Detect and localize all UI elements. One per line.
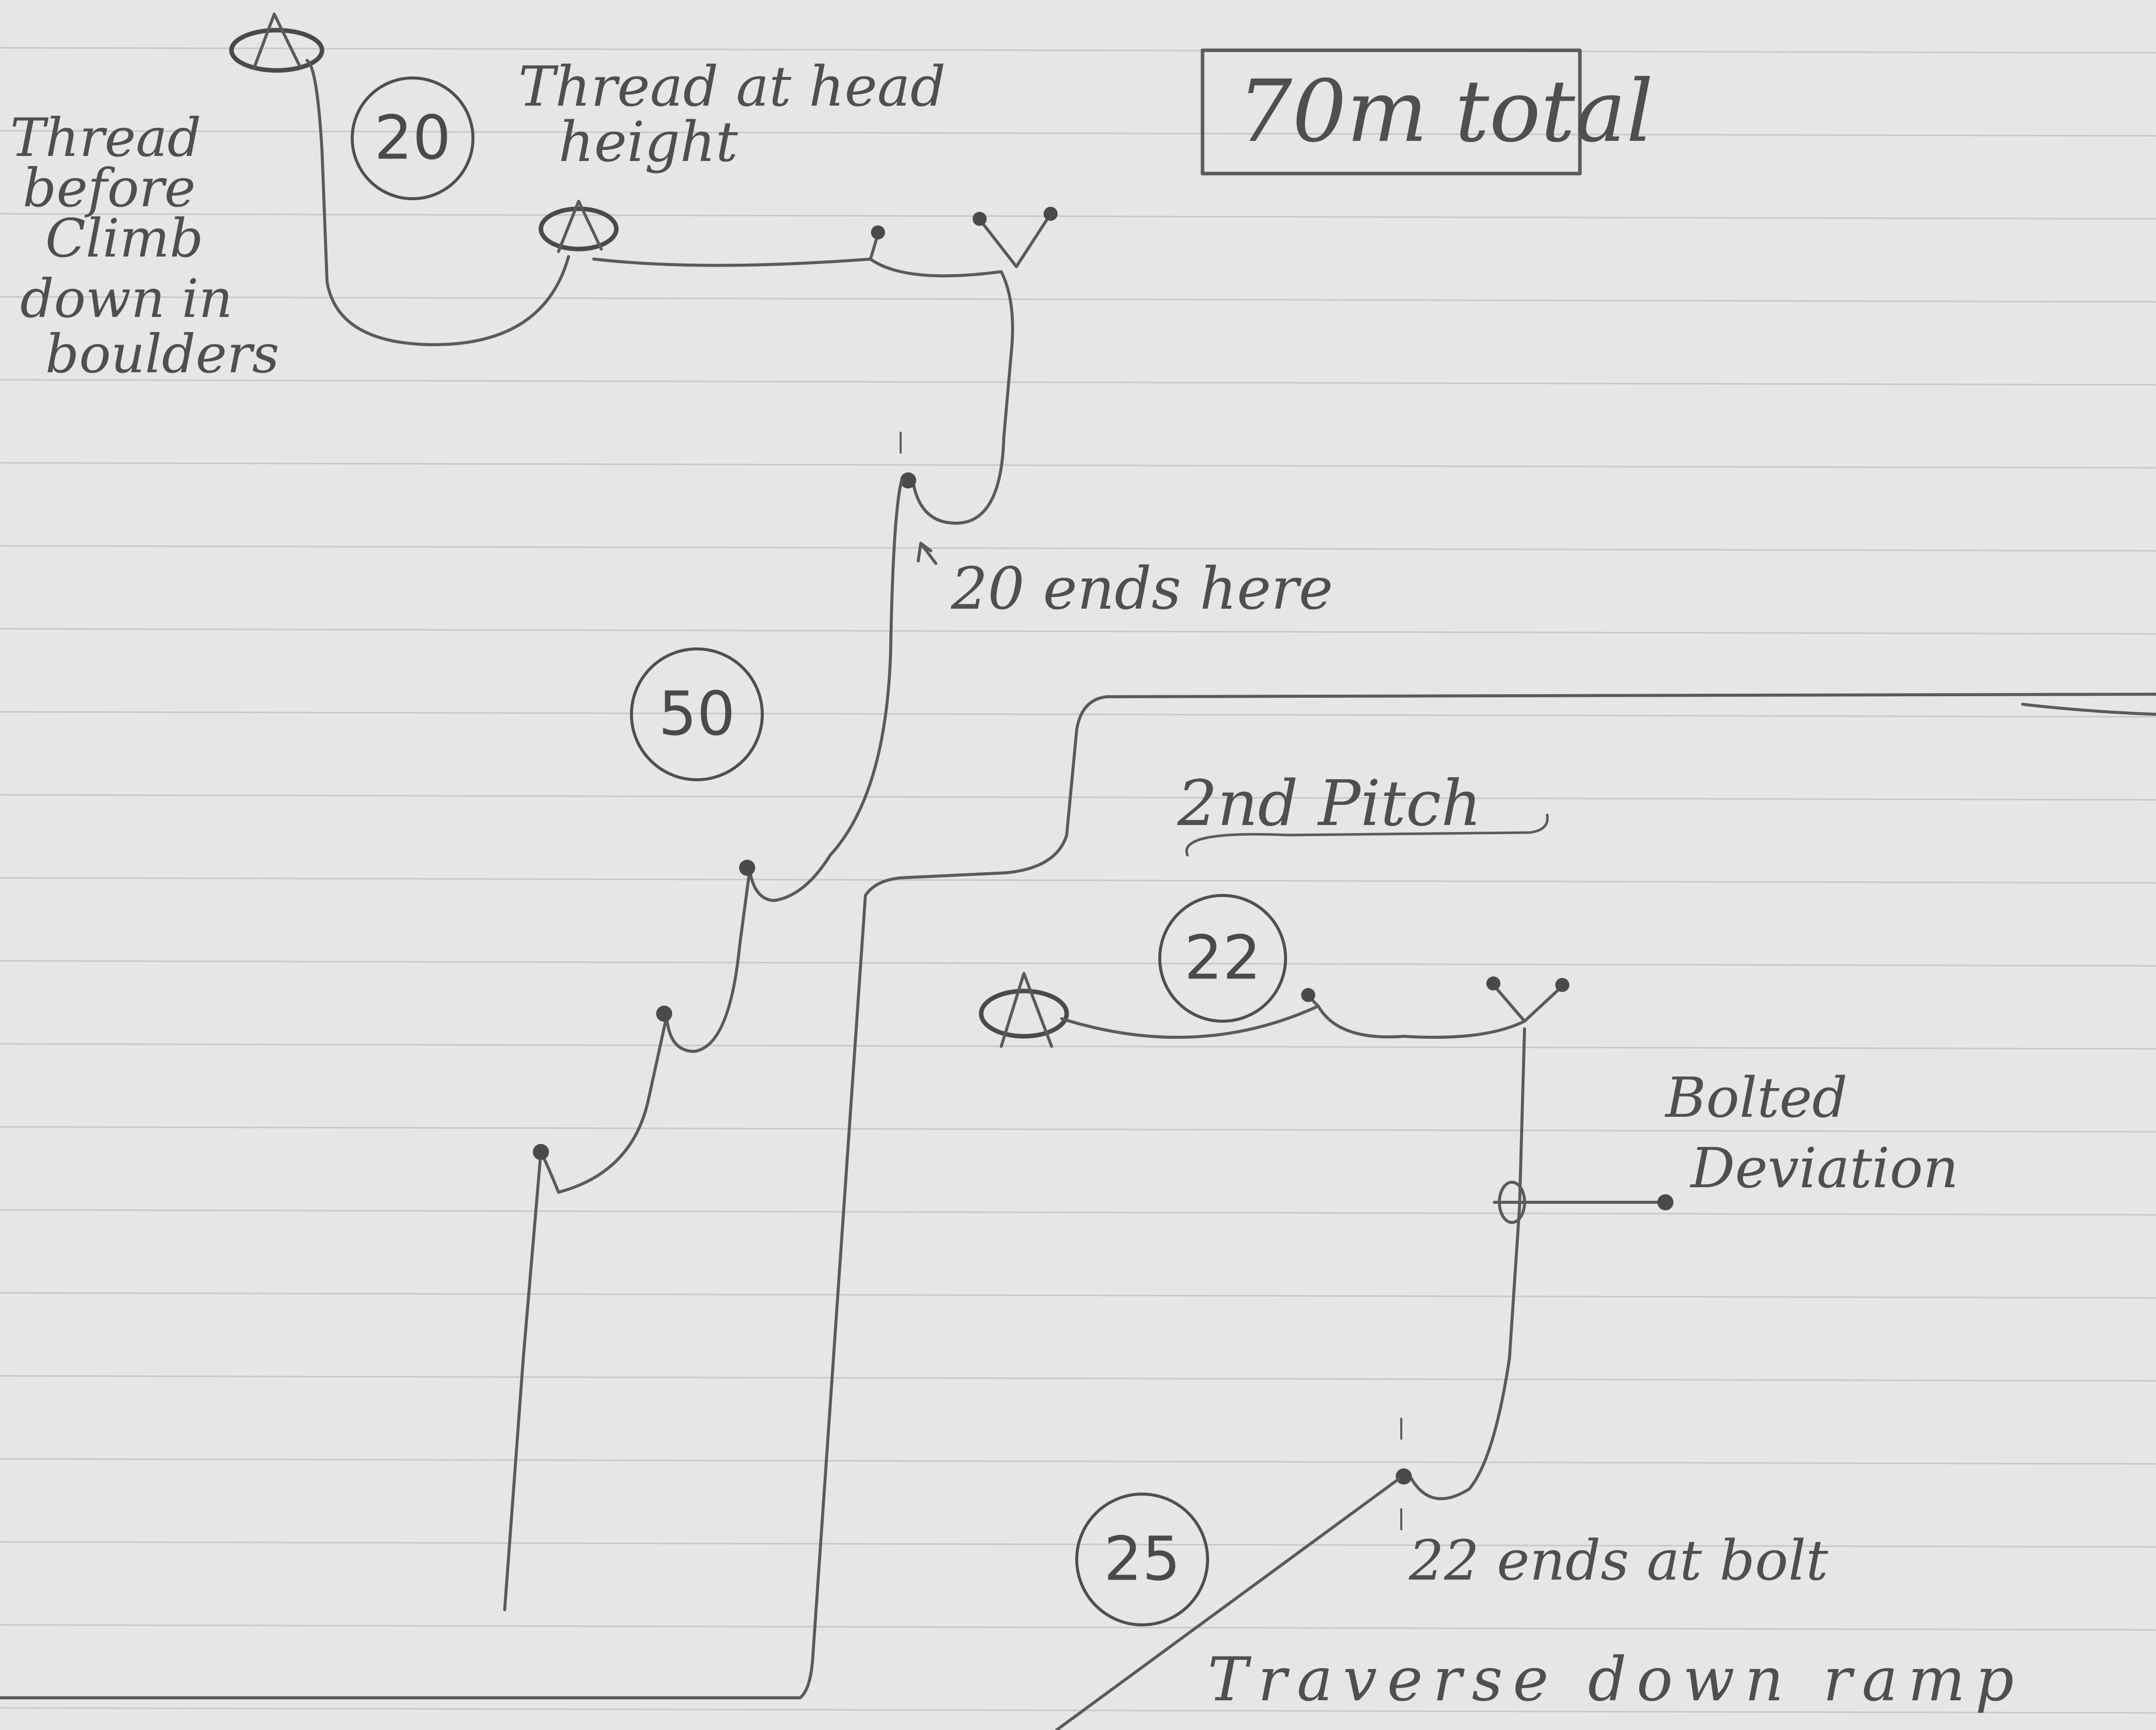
bolt-icon: [533, 1144, 549, 1160]
note-traverse-down-ramp: Traverse down ramp: [1208, 1645, 2024, 1715]
ruled-line: [0, 1707, 2156, 1714]
ruled-line: [0, 1375, 2156, 1382]
note-22-ends-at-bolt: 22 ends at bolt: [1408, 1528, 1828, 1593]
ruled-lines: [0, 47, 2156, 1714]
note-line: Thread: [10, 107, 201, 169]
arrow-20-end: [917, 542, 937, 565]
bolt-icon: [1044, 207, 1058, 221]
rope-22m: [1407, 1027, 1526, 1501]
note-thread-at-head-height: Thread at head height: [518, 54, 946, 174]
underline-2nd-pitch: [1185, 813, 1549, 857]
bolt-icon: [656, 1006, 672, 1022]
bolt-icon: [871, 225, 885, 239]
note-line: down in: [20, 268, 233, 329]
note-line: Thread at head: [518, 54, 946, 119]
bolt-icon: [1301, 988, 1315, 1002]
ruled-line: [0, 1209, 2156, 1216]
tick-marks: [900, 432, 1402, 1530]
ruled-line: [0, 545, 2156, 552]
rope-upper-traverse: [592, 258, 1014, 525]
rope-length-22: 22: [1184, 924, 1261, 994]
rope-length-circle: [351, 76, 474, 200]
rock-edge: [0, 693, 2156, 1699]
ruled-line: [0, 1292, 2156, 1299]
ruled-line: [0, 296, 2156, 303]
note-line: before: [23, 157, 196, 219]
deviation-ring: [1498, 1181, 1526, 1224]
ruled-line: [0, 1624, 2156, 1631]
bolt-icon: [1555, 978, 1569, 992]
bolt-hanger-b: [980, 215, 1051, 268]
ruled-line: [0, 877, 2156, 884]
ruled-line: [0, 711, 2156, 718]
bolt-icon: [739, 860, 755, 876]
bolt-hanger-d: [1493, 984, 1561, 1023]
bolt-icon: [900, 472, 916, 488]
ruled-line: [0, 130, 2156, 137]
ruled-line: [0, 47, 2156, 54]
rope-length-circle: [630, 647, 764, 781]
bolt-icon: [1486, 976, 1500, 991]
note-line: boulders: [45, 323, 279, 385]
ruled-line: [0, 213, 2156, 220]
ruled-line: [0, 794, 2156, 801]
ruled-line: [0, 379, 2156, 386]
rope-length-circle: [1075, 1493, 1209, 1626]
title-text: 70m total: [1238, 62, 1653, 161]
note-bolted-deviation: Bolted Deviation: [1664, 1065, 1959, 1200]
note-line: Climb: [45, 208, 203, 269]
thread-anchor-pitch2: [979, 972, 1069, 1048]
note-20-ends-here: 20 ends here: [950, 555, 1333, 623]
note-2nd-pitch: 2nd Pitch: [1177, 767, 1482, 840]
rope-length-20: 20: [374, 104, 451, 174]
note-line: Bolted: [1664, 1065, 1848, 1130]
title-box: [1201, 48, 1582, 176]
ruled-line: [0, 960, 2156, 967]
note-line: Deviation: [1690, 1136, 1959, 1200]
note-line: height: [558, 110, 738, 174]
ruled-line: [0, 1126, 2156, 1133]
ruled-line: [0, 628, 2156, 635]
bolt-icon: [1657, 1194, 1673, 1210]
bolt-icon: [1396, 1468, 1412, 1485]
note-thread-before-climb: Thread before Climb down in boulders: [10, 107, 279, 385]
ruled-line: [0, 462, 2156, 469]
rope-25m: [1055, 1477, 1400, 1730]
rope-length-circle: [1158, 894, 1287, 1023]
rope-length-25: 25: [1104, 1525, 1181, 1595]
ruled-line: [0, 1458, 2156, 1465]
rock-edge-ledge: [2021, 703, 2156, 716]
bolt-icon: [973, 212, 987, 226]
ruled-line: [0, 1043, 2156, 1050]
thread-anchor-head-height: [538, 200, 619, 253]
rope-upper-handline: [305, 59, 570, 347]
rope-length-50: 50: [659, 680, 736, 750]
thread-anchor-top: [229, 13, 325, 73]
rope-pitch2-traverse: [1060, 1005, 1526, 1039]
